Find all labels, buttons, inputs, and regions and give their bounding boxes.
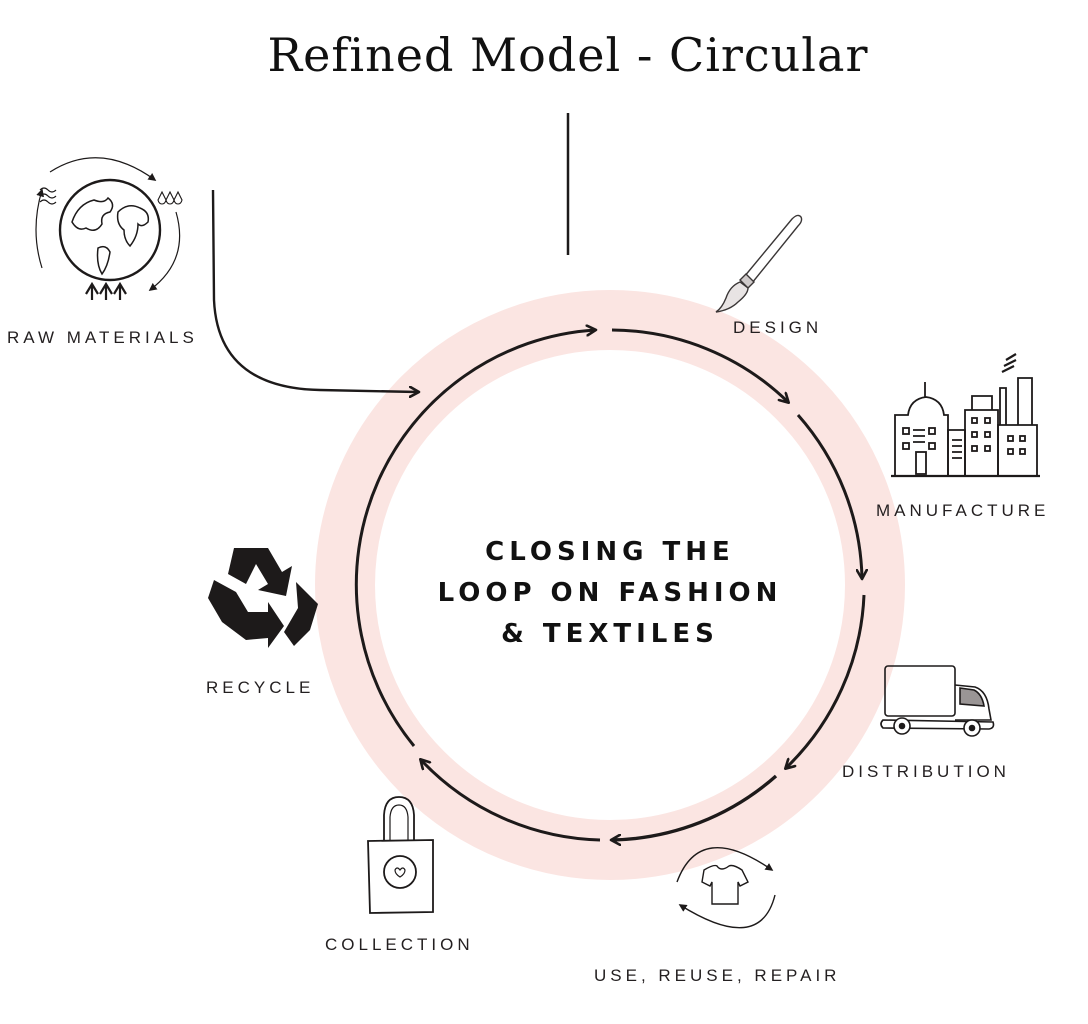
stage-label-use-reuse-repair: USE, REUSE, REPAIR	[594, 966, 841, 985]
center-heading: CLOSING THE LOOP ON FASHION & TEXTILES	[400, 532, 820, 655]
stage-label-collection: COLLECTION	[325, 935, 474, 954]
tote-bag-icon	[367, 796, 434, 914]
tshirt-cycle-icon	[676, 847, 776, 929]
center-heading-line-2: LOOP ON FASHION	[437, 578, 783, 608]
stage-label-design: DESIGN	[733, 318, 823, 337]
center-heading-line-1: CLOSING THE	[485, 537, 735, 567]
cycle-arrow-collection-to-recycle	[421, 760, 601, 842]
delivery-truck-icon	[880, 665, 995, 737]
stage-label-raw-materials: RAW MATERIALS	[7, 328, 198, 347]
cycle-arrow-manufacture-to-distribution	[796, 414, 862, 578]
cycle-arrow-use-to-collection	[612, 774, 778, 840]
cycle-arrow-design-to-manufacture	[611, 328, 788, 402]
cycle-arrow-distribution-to-use	[786, 594, 866, 768]
paintbrush-icon	[715, 214, 803, 313]
diagram-title: Refined Model - Circular	[267, 28, 869, 82]
cycle-arrow-recycle-to-design	[354, 330, 595, 747]
center-heading-line-3: & TEXTILES	[501, 619, 719, 649]
recycle-icon	[208, 548, 318, 648]
stage-label-recycle: RECYCLE	[206, 678, 315, 697]
stage-label-distribution: DISTRIBUTION	[842, 762, 1010, 781]
factory-icon	[891, 353, 1040, 478]
earth-cycle-icon	[35, 157, 183, 300]
raw-materials-connector-arrow	[211, 189, 418, 392]
stage-label-manufacture: MANUFACTURE	[876, 501, 1050, 520]
pink-ring	[315, 290, 905, 880]
